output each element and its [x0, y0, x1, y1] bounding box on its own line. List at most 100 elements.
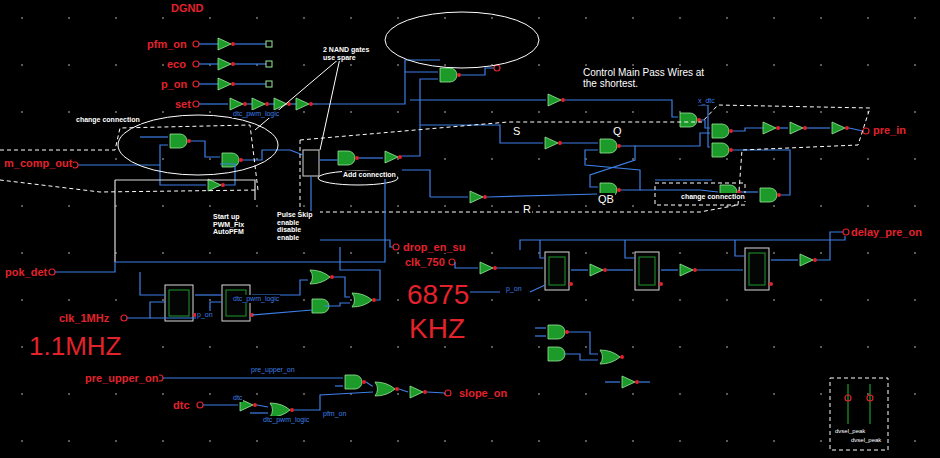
net-label: dtc_pwm_logic — [262, 416, 310, 424]
pin-symbol — [867, 395, 873, 401]
grid-dot — [162, 111, 164, 113]
grid-dot — [397, 440, 399, 442]
grid-dot — [773, 111, 775, 113]
grid-dot — [679, 17, 681, 19]
grid-dot — [21, 205, 23, 207]
grid-dot — [209, 440, 211, 442]
inversion-bubble — [309, 102, 313, 106]
inverter-symbol — [208, 179, 221, 191]
wire — [127, 302, 165, 318]
grid-dot — [491, 111, 493, 113]
wire — [291, 103, 296, 104]
inverter-symbol — [800, 254, 813, 266]
inverter-symbol — [545, 137, 558, 149]
wire — [427, 392, 445, 393]
and-gate-symbol — [760, 188, 777, 202]
grid-dot — [256, 440, 258, 442]
node-label: Q — [612, 125, 623, 137]
pin-label: eco — [166, 58, 187, 70]
grid-dot — [491, 17, 493, 19]
grid-dot — [867, 252, 869, 254]
grid-dot — [632, 158, 634, 160]
grid-dot — [538, 346, 540, 348]
grid-dot — [679, 346, 681, 348]
grid-dot — [632, 440, 634, 442]
annotation-note: Add connection — [342, 171, 397, 179]
grid-dot — [68, 111, 70, 113]
pin-label: dtc — [172, 399, 191, 411]
inversion-bubble — [803, 126, 807, 130]
and-gate-symbol — [680, 113, 697, 127]
inverter-symbol — [790, 122, 803, 134]
wire — [540, 240, 545, 258]
inversion-bubble — [777, 193, 781, 197]
grid-dot — [303, 299, 305, 301]
inverter-symbol — [680, 264, 693, 276]
grid-dot — [491, 346, 493, 348]
inversion-bubble — [729, 129, 733, 133]
grid-dot — [867, 346, 869, 348]
grid-dot — [68, 205, 70, 207]
pin-symbol — [49, 269, 55, 275]
flip-flop-core — [549, 257, 565, 285]
grid-dot — [209, 111, 211, 113]
pin-label: clk_750 — [404, 256, 446, 268]
wire — [661, 269, 678, 270]
inversion-bubble — [813, 258, 817, 262]
grid-dot — [914, 393, 916, 395]
net-label: p_on — [505, 285, 523, 293]
nor-gate-symbol — [352, 293, 372, 307]
pin-symbol — [393, 244, 399, 250]
grid-dot — [726, 299, 728, 301]
grid-dot — [162, 17, 164, 19]
pin-symbol — [193, 101, 199, 107]
grid-dot — [256, 205, 258, 207]
node-label: R — [522, 203, 532, 215]
inversion-bubble — [565, 330, 569, 334]
wire — [334, 277, 350, 297]
inverter-symbol — [296, 98, 309, 110]
wire — [195, 294, 222, 295]
grid-dot — [773, 17, 775, 19]
grid-dot — [820, 299, 822, 301]
grid-dot — [820, 440, 822, 442]
wire — [163, 377, 343, 378]
leader-line — [320, 58, 340, 150]
dashed-region — [0, 125, 258, 192]
pin-label: pfm_on — [146, 38, 188, 50]
inverter-symbol — [252, 98, 265, 110]
highlight-ellipse — [118, 115, 278, 175]
grid-dot — [491, 299, 493, 301]
grid-dot — [303, 440, 305, 442]
wire — [571, 269, 588, 270]
grid-dot — [820, 64, 822, 66]
inversion-bubble — [231, 62, 235, 66]
grid-dot — [679, 440, 681, 442]
wire — [250, 412, 268, 413]
grid-dot — [491, 158, 493, 160]
wire — [399, 389, 408, 392]
inversion-bubble — [290, 408, 294, 412]
grid-dot — [773, 346, 775, 348]
inversion-bubble — [187, 139, 191, 143]
wire — [269, 103, 274, 104]
grid-dot — [256, 393, 258, 395]
grid-dot — [820, 346, 822, 348]
flip-flop-core — [749, 253, 765, 285]
grid-dot — [726, 440, 728, 442]
grid-dot — [679, 252, 681, 254]
net-label: x_dtc — [697, 97, 716, 105]
grid-dot — [444, 111, 446, 113]
grid-dot — [773, 393, 775, 395]
wire — [735, 240, 745, 256]
mux-symbol — [303, 150, 319, 176]
inversion-bubble — [423, 390, 427, 394]
wire — [402, 170, 430, 197]
inverter-symbol — [410, 386, 423, 398]
pin-symbol — [193, 61, 199, 67]
grid-dot — [726, 17, 728, 19]
inverter-symbol — [622, 376, 635, 388]
grid-dot — [209, 158, 211, 160]
